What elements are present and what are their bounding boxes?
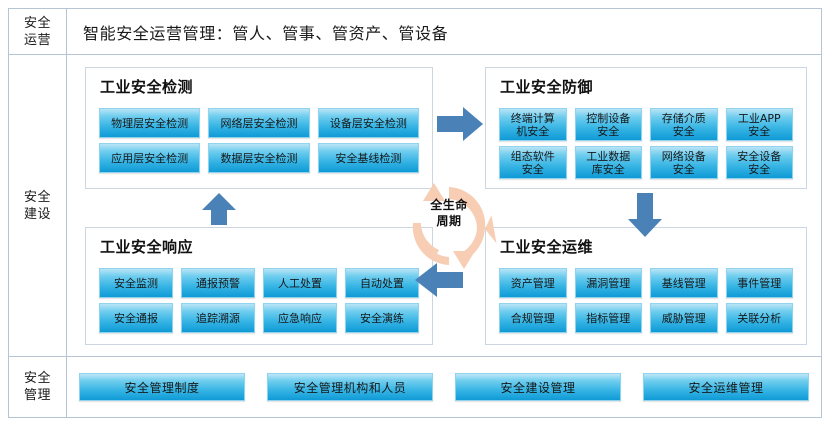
tile-item[interactable]: 合规管理 bbox=[499, 303, 567, 333]
panel-title: 工业安全响应 bbox=[100, 238, 194, 256]
management-bar[interactable]: 安全管理机构和人员 bbox=[267, 373, 433, 401]
tile-item[interactable]: 通报预警 bbox=[181, 268, 255, 298]
panel-industrial-security-detection: 工业安全检测 物理层安全检测 网络层安全检测 设备层安全检测 应用层安全检测 数… bbox=[85, 67, 433, 189]
tile-item[interactable]: 终端计算 机安全 bbox=[499, 108, 567, 141]
tile-item[interactable]: 安全演练 bbox=[345, 303, 419, 333]
tile-item[interactable]: 安全通报 bbox=[99, 303, 173, 333]
arrow-down-icon bbox=[628, 193, 662, 237]
rail-item-security-management: 安全 管理 bbox=[9, 357, 67, 417]
arrow-left-icon bbox=[415, 263, 463, 297]
tile-item[interactable]: 控制设备 安全 bbox=[574, 108, 642, 141]
panel-title: 工业安全运维 bbox=[500, 238, 594, 256]
tile-item[interactable]: 工业数据 库安全 bbox=[574, 146, 642, 179]
circular-arrow-icon bbox=[412, 183, 497, 269]
header-band: 智能安全运营管理：管人、管事、管资产、管设备 bbox=[67, 9, 821, 55]
tile-grid-response: 安全监测 通报预警 人工处置 自动处置 安全通报 追踪溯源 应急响应 安全演练 bbox=[99, 268, 419, 333]
management-bar[interactable]: 安全运维管理 bbox=[643, 373, 809, 401]
tile-item[interactable]: 自动处置 bbox=[345, 268, 419, 298]
page-title: 智能安全运营管理：管人、管事、管资产、管设备 bbox=[83, 23, 449, 43]
diagram-frame: 安全 运营 安全 建设 安全 管理 智能安全运营管理：管人、管事、管资产、管设备… bbox=[8, 8, 822, 418]
tile-item[interactable]: 人工处置 bbox=[263, 268, 337, 298]
rail-label-line1: 安全 bbox=[23, 371, 51, 386]
tile-item[interactable]: 物理层安全检测 bbox=[99, 108, 201, 138]
rail-item-security-operations: 安全 运营 bbox=[9, 9, 67, 55]
tile-item[interactable]: 事件管理 bbox=[725, 268, 793, 298]
lifecycle-label-line1: 全生命 bbox=[430, 198, 468, 212]
tile-grid-defense: 终端计算 机安全 控制设备 安全 存储介质 安全 工业APP 安全 组态软件 安… bbox=[499, 108, 793, 179]
rail-label-line2: 建设 bbox=[23, 206, 51, 222]
tile-item[interactable]: 安全监测 bbox=[99, 268, 173, 298]
arrow-right-icon bbox=[437, 107, 483, 141]
arrow-up-icon bbox=[202, 193, 236, 225]
tile-item[interactable]: 组态软件 安全 bbox=[499, 146, 567, 179]
management-bar[interactable]: 安全管理制度 bbox=[79, 373, 245, 401]
construction-region: 工业安全检测 物理层安全检测 网络层安全检测 设备层安全检测 应用层安全检测 数… bbox=[67, 55, 821, 357]
panel-title: 工业安全防御 bbox=[500, 78, 594, 96]
tile-grid-detection: 物理层安全检测 网络层安全检测 设备层安全检测 应用层安全检测 数据层安全检测 … bbox=[99, 108, 419, 173]
panel-industrial-security-operations-maintenance: 工业安全运维 资产管理 漏洞管理 基线管理 事件管理 合规管理 指标管理 威胁管… bbox=[485, 227, 807, 345]
tile-item[interactable]: 关联分析 bbox=[725, 303, 793, 333]
tile-item[interactable]: 应急响应 bbox=[263, 303, 337, 333]
tile-grid-ops-maintenance: 资产管理 漏洞管理 基线管理 事件管理 合规管理 指标管理 威胁管理 关联分析 bbox=[499, 268, 793, 333]
tile-item[interactable]: 指标管理 bbox=[574, 303, 642, 333]
rail-label-line1: 安全 bbox=[23, 15, 51, 31]
rail-label-line1: 安全 bbox=[23, 189, 51, 205]
rail-item-security-construction: 安全 建设 bbox=[9, 55, 67, 357]
tile-item[interactable]: 存储介质 安全 bbox=[650, 108, 718, 141]
tile-item[interactable]: 漏洞管理 bbox=[574, 268, 642, 298]
panel-title: 工业安全检测 bbox=[100, 78, 194, 96]
tile-item[interactable]: 资产管理 bbox=[499, 268, 567, 298]
panel-industrial-security-response: 工业安全响应 安全监测 通报预警 人工处置 自动处置 安全通报 追踪溯源 应急响… bbox=[85, 227, 433, 345]
tile-item[interactable]: 安全基线检测 bbox=[317, 143, 419, 173]
management-band: 安全管理制度 安全管理机构和人员 安全建设管理 安全运维管理 bbox=[67, 357, 821, 417]
tile-item[interactable]: 工业APP 安全 bbox=[725, 108, 793, 141]
tile-item[interactable]: 基线管理 bbox=[650, 268, 718, 298]
panel-industrial-security-defense: 工业安全防御 终端计算 机安全 控制设备 安全 存储介质 安全 工业APP 安全… bbox=[485, 67, 807, 189]
rail-label-line2: 运营 bbox=[23, 32, 51, 48]
tile-item[interactable]: 追踪溯源 bbox=[181, 303, 255, 333]
lifecycle-badge: 全生命 周期 bbox=[397, 177, 501, 275]
tile-item[interactable]: 网络层安全检测 bbox=[208, 108, 310, 138]
tile-item[interactable]: 安全设备 安全 bbox=[725, 146, 793, 179]
tile-item[interactable]: 设备层安全检测 bbox=[317, 108, 419, 138]
tile-item[interactable]: 应用层安全检测 bbox=[99, 143, 201, 173]
tile-item[interactable]: 威胁管理 bbox=[650, 303, 718, 333]
management-bar[interactable]: 安全建设管理 bbox=[455, 373, 621, 401]
rail-label-line2: 管理 bbox=[23, 388, 51, 403]
tile-item[interactable]: 数据层安全检测 bbox=[208, 143, 310, 173]
tile-item[interactable]: 网络设备 安全 bbox=[650, 146, 718, 179]
lifecycle-label-line2: 周期 bbox=[436, 214, 462, 228]
